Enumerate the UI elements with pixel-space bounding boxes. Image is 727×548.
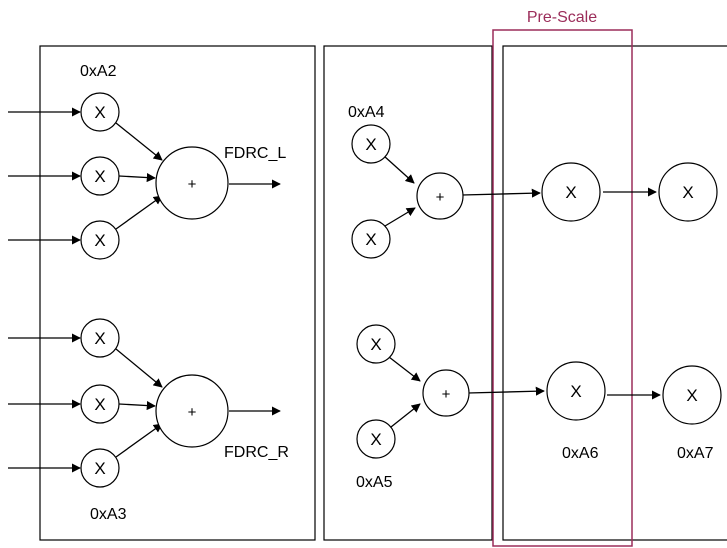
fdrc-l-label: FDRC_L [224, 145, 286, 162]
mult-symbol: X [94, 231, 105, 250]
addr-label-a5: 0xA5 [356, 474, 393, 491]
sum-node-fdrc-l: + [155, 146, 229, 220]
addr-label-a3: 0xA3 [90, 506, 127, 523]
mult-node-4: X [80, 318, 120, 358]
a4-mult-to-sum-2 [384, 207, 416, 227]
sum-symbol: + [188, 404, 197, 421]
sum-node-a5: + [422, 369, 470, 417]
output-mult-top: X [658, 162, 718, 222]
fdrc-mixer-panel [39, 45, 316, 541]
sum-symbol: + [436, 189, 445, 206]
mult-symbol: X [370, 430, 381, 449]
addr-label-a7: 0xA7 [677, 445, 714, 462]
mult-to-sum-l-3 [115, 195, 163, 230]
a5-mult-to-sum-2 [390, 403, 421, 428]
mult-node-a5-1: X [356, 324, 396, 364]
sum-node-fdrc-r: + [155, 374, 229, 448]
mult-symbol: X [94, 167, 105, 186]
mult-symbol: X [94, 329, 105, 348]
mult-symbol: X [94, 459, 105, 478]
fdrc-r-label: FDRC_R [224, 444, 289, 461]
summing-panel [323, 45, 493, 541]
a4-mult-to-sum-1 [383, 155, 415, 184]
mult-node-a5-2: X [356, 419, 396, 459]
mult-symbol: X [370, 335, 381, 354]
mult-node-5: X [80, 384, 120, 424]
prescale-label: Pre-Scale [527, 9, 597, 26]
output-scale-panel [502, 45, 727, 541]
mult-node-2: X [80, 156, 120, 196]
mult-symbol: X [682, 183, 693, 202]
mult-node-6: X [80, 448, 120, 488]
prescale-mult-top: X [541, 162, 601, 222]
mult-to-sum-r-1 [115, 348, 163, 388]
sum-node-a4: + [416, 172, 464, 220]
prescale-mult-bottom: X [546, 361, 606, 421]
mult-symbol: X [686, 386, 697, 405]
addr-label-a6: 0xA6 [562, 445, 599, 462]
mult-node-a4-1: X [351, 124, 391, 164]
mult-to-sum-l-1 [115, 122, 163, 161]
addr-label-a4: 0xA4 [348, 104, 385, 121]
mult-symbol: X [570, 382, 581, 401]
mult-symbol: X [94, 395, 105, 414]
mult-node-a4-2: X [351, 219, 391, 259]
mult-to-sum-r-2 [118, 401, 156, 411]
mult-node-1: X [80, 92, 120, 132]
output-mult-bottom: X [662, 365, 722, 425]
sum-symbol: + [188, 176, 197, 193]
mult-symbol: X [365, 135, 376, 154]
mult-node-3: X [80, 220, 120, 260]
sum-bottom-to-prescale-arrow [467, 386, 545, 396]
sum-symbol: + [442, 386, 451, 403]
mult-symbol: X [365, 230, 376, 249]
addr-label-a2: 0xA2 [80, 63, 117, 80]
a5-mult-to-sum-1 [388, 356, 421, 382]
sum-top-to-prescale-arrow [461, 188, 541, 198]
mult-to-sum-r-3 [115, 423, 163, 458]
mult-symbol: X [565, 183, 576, 202]
prescale-highlight-box [492, 29, 633, 547]
mult-to-sum-l-2 [118, 173, 156, 183]
mult-symbol: X [94, 103, 105, 122]
